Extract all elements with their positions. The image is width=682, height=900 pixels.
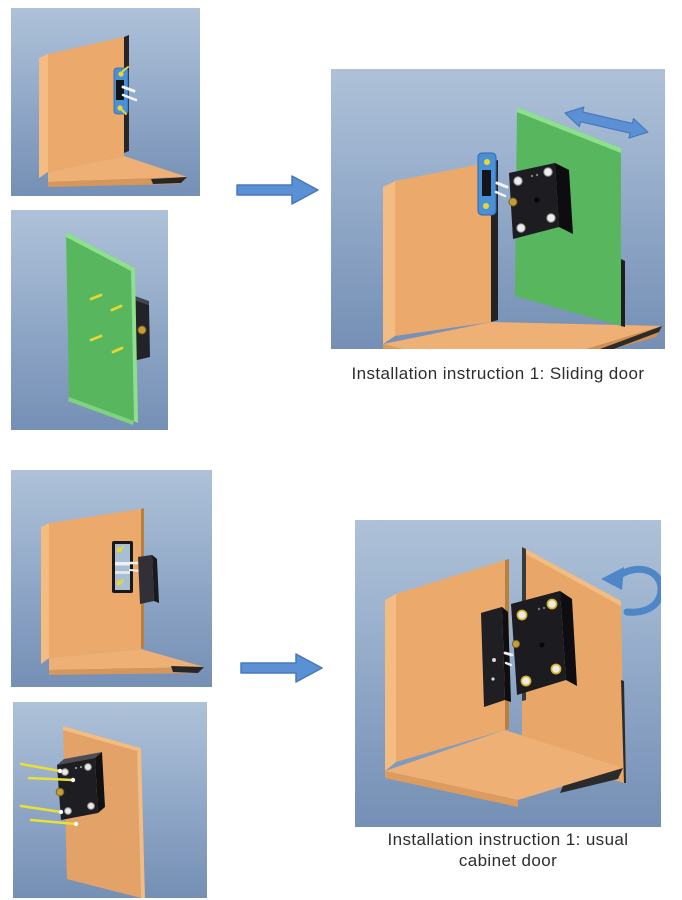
cabinet-corner-illustration bbox=[39, 35, 187, 187]
latch-pins-icon bbox=[494, 181, 509, 198]
latch-block-icon bbox=[138, 555, 159, 604]
latch-pins-icon bbox=[503, 651, 514, 667]
lock-box-icon bbox=[55, 752, 105, 820]
cabinet-door-assembly-illustration bbox=[385, 547, 661, 807]
sliding-door-assembly-illustration bbox=[383, 106, 662, 349]
panel-assembled-cabinet-door bbox=[355, 520, 661, 827]
panel-green-door-rear-lock bbox=[11, 210, 168, 430]
panel-wall-surface-latch bbox=[11, 470, 212, 687]
panel-door-lock-screws bbox=[13, 702, 207, 898]
flow-right-arrow-icon bbox=[236, 175, 319, 205]
cabinet-door-caption-line2: cabinet door bbox=[458, 851, 558, 870]
door-lock-screws-illustration bbox=[19, 726, 145, 898]
lock-box-icon bbox=[511, 591, 577, 695]
swing-rotate-arrow-icon bbox=[601, 565, 661, 616]
panel-assembled-sliding-door bbox=[331, 69, 665, 349]
door-screws-icon bbox=[89, 293, 124, 354]
mounting-screws-icon bbox=[19, 762, 79, 827]
cabinet-door-caption: Installation instruction 1: usual cabine… bbox=[355, 829, 661, 871]
strike-plate-icon bbox=[477, 152, 497, 216]
slide-motion-arrow-icon bbox=[564, 106, 649, 139]
panel-cabinet-corner-strike-plate bbox=[11, 8, 200, 196]
green-door-illustration bbox=[66, 232, 150, 425]
wall-latch-illustration bbox=[41, 508, 204, 675]
lock-box-icon bbox=[508, 163, 573, 239]
strike-plate-icon bbox=[113, 66, 138, 115]
flow-right-arrow-icon bbox=[240, 653, 323, 683]
strike-plate-icon bbox=[112, 541, 144, 593]
sliding-door-caption: Installation instruction 1: Sliding door bbox=[351, 364, 645, 383]
latch-block-icon bbox=[481, 607, 511, 707]
cabinet-door-caption-line1: Installation instruction 1: usual bbox=[387, 830, 629, 849]
